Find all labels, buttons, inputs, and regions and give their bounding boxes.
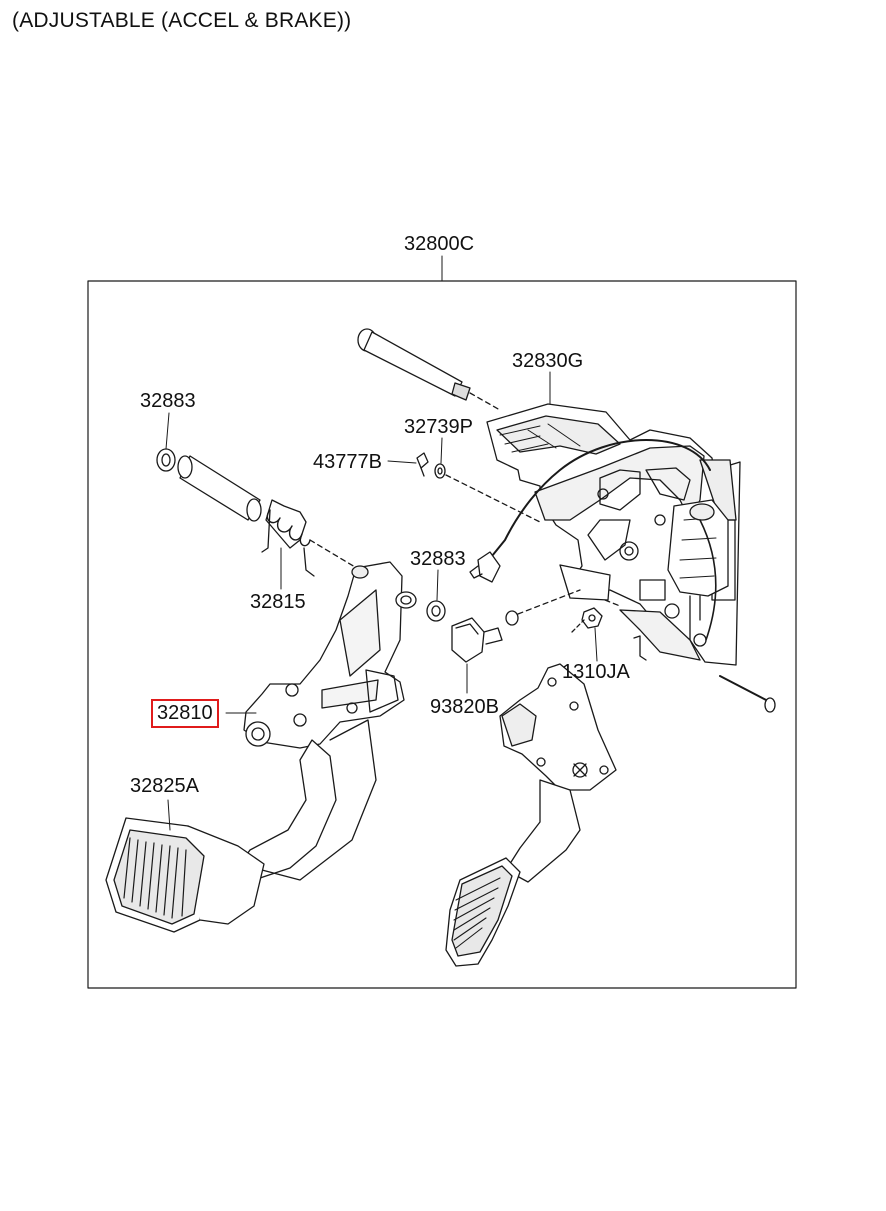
part-label-43777B: 43777B <box>313 451 382 473</box>
accelerator-pedal <box>445 663 617 967</box>
part-label-1310JA: 1310JA <box>562 661 630 683</box>
part-label-32883-mid: 32883 <box>410 548 466 570</box>
pivot-bolt <box>357 328 501 411</box>
page-title: (ADJUSTABLE (ACCEL & BRAKE)) <box>12 9 352 32</box>
part-label-32739P: 32739P <box>404 416 473 438</box>
adjust-motor <box>667 499 729 641</box>
return-spring <box>261 499 361 577</box>
assembly-label: 32800C <box>404 233 475 255</box>
brake-pedal-pad <box>105 817 265 933</box>
mounting-bracket <box>486 403 741 666</box>
retaining-clip <box>416 452 541 523</box>
bushing-mid <box>426 600 446 622</box>
nut <box>581 607 603 629</box>
adjust-cable <box>491 439 711 557</box>
part-label-93820B: 93820B <box>430 696 499 718</box>
stop-lamp-switch <box>451 589 581 663</box>
part-label-32883-top: 32883 <box>140 390 196 412</box>
spacer-tube <box>177 455 262 522</box>
leader-lines <box>165 371 598 831</box>
brake-pedal-arm <box>243 561 417 749</box>
cable-end <box>469 551 501 583</box>
stud-bolt <box>633 635 776 713</box>
part-label-32815: 32815 <box>250 591 306 613</box>
part-label-32825A: 32825A <box>130 775 199 797</box>
bushing-top <box>156 448 176 472</box>
part-label-32830G: 32830G <box>512 350 584 372</box>
part-label-32810[interactable]: 32810 <box>151 699 219 728</box>
